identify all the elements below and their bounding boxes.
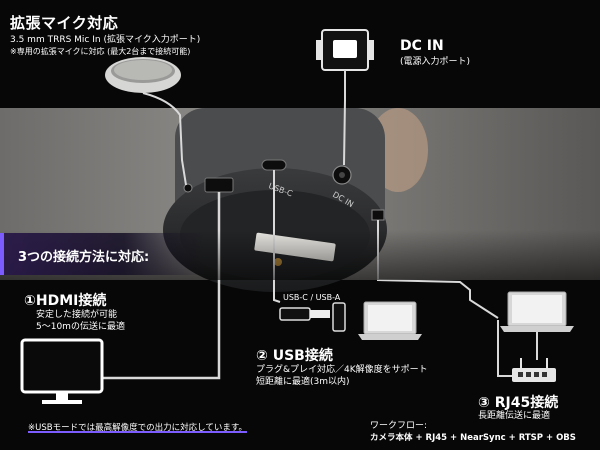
rj45-line1: 長距離伝送に最適 [478,411,551,421]
network-switch-icon [512,358,556,382]
monitor-icon [20,338,104,404]
workflow-label: ワークフロー: [370,421,428,431]
usb-line1: プラグ&プレイ対応／4K解像度をサポート [256,365,428,375]
footnote-text: ※USBモードでは最高解像度での出力に対応しています。 [28,423,247,433]
hdmi-port [204,177,234,193]
ext-mic-title: 拡張マイク対応 [10,14,119,32]
hdmi-title: ①HDMI接続 [24,293,107,309]
connection-banner-text: 3つの接続方法に対応: [18,250,150,265]
dc-in-title: DC IN [400,38,444,54]
dc-in-subtitle: (電源入力ポート) [400,57,471,67]
ext-mic-note: ※専用の拡張マイクに対応 (最大2台まで接続可能) [10,47,191,56]
rj45-port [371,209,385,221]
ext-mic-spec: 3.5 mm TRRS Mic In (拡張マイク入力ポート) [10,35,201,45]
mic-in-port [183,183,193,193]
footnote: ※USBモードでは最高解像度での出力に対応しています。 [28,422,247,434]
rj45-title: ③ RJ45接続 [478,395,559,411]
usb-title: ② USB接続 [256,348,333,364]
connection-banner [0,233,204,275]
power-adapter-icon [316,29,374,71]
usb-line2: 短距離に最適(3m以内) [256,377,350,387]
hdmi-line2: 5～10mの伝送に最適 [36,322,125,332]
usb-cable-icon [279,302,346,332]
hdmi-line1: 安定した接続が可能 [36,310,118,320]
workflow-value: カメラ本体 + RJ45 + NearSync + RTSP + OBS [370,433,576,443]
laptop-icon-rj45 [500,291,574,332]
laptop-icon-usb [358,301,422,340]
usb-port-label: USB-C / USB-A [283,293,341,302]
usb-c-port [261,159,287,171]
